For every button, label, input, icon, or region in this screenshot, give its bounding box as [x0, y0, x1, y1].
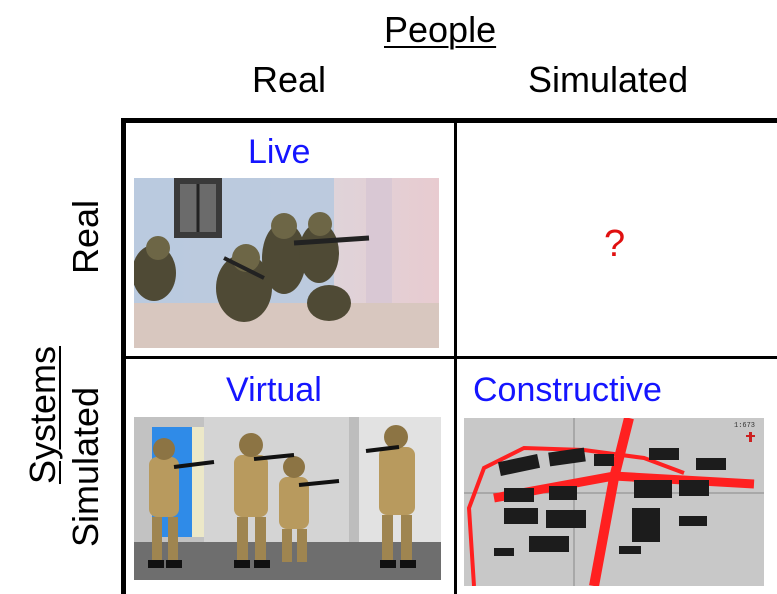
row-header-simulated: Simulated [65, 386, 106, 547]
virtual-cell-label: Virtual [226, 371, 322, 409]
grid-top-border [121, 118, 777, 123]
column-header-simulated: Simulated [528, 59, 689, 100]
people-axis-title: People [384, 9, 497, 50]
constructive-tactical-map: 1:673 [464, 418, 764, 586]
systems-axis-title: Systems [22, 345, 63, 485]
virtual-soldiers-render [134, 417, 441, 580]
grid-horizontal-divider [121, 356, 777, 359]
map-scale-label: 1:673 [734, 422, 755, 430]
constructive-cell-label: Constructive [473, 371, 662, 409]
unknown-cell-question-mark: ? [604, 223, 626, 265]
column-header-real: Real [252, 59, 327, 100]
live-soldiers-photo [134, 178, 439, 348]
live-cell-label: Live [248, 133, 311, 171]
row-header-real: Real [65, 199, 106, 275]
